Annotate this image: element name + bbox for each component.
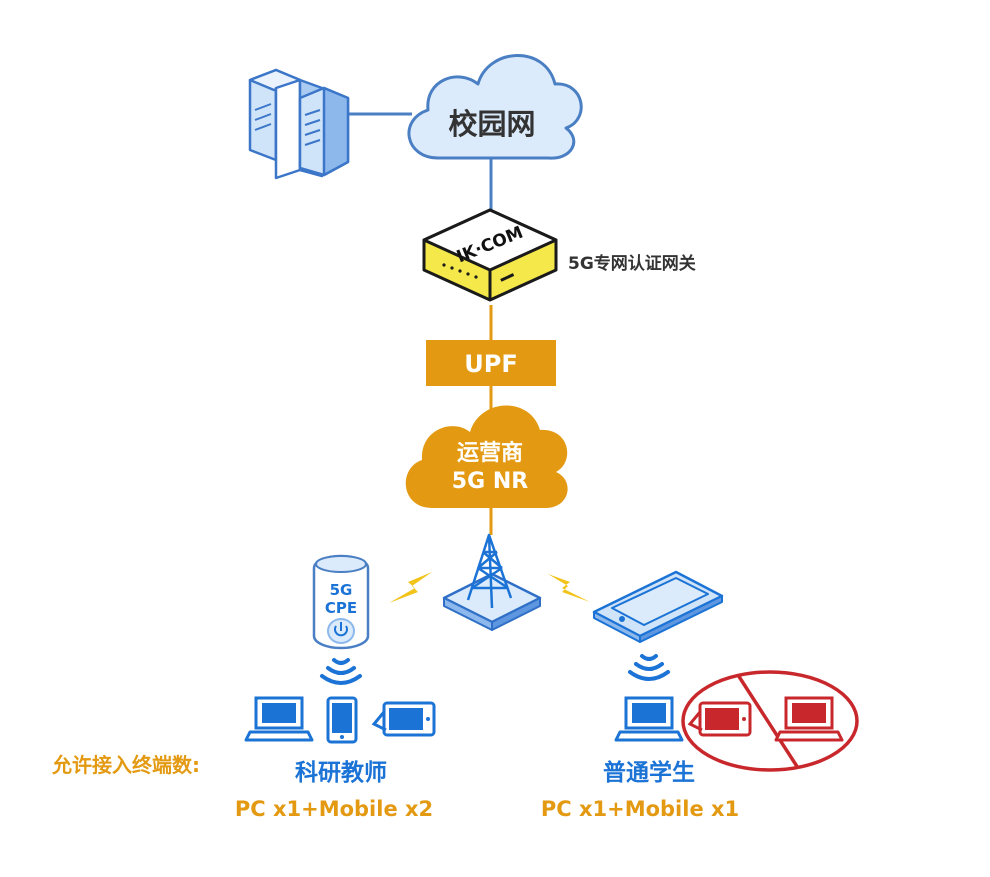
blocked-laptop-icon bbox=[774, 696, 844, 742]
operator-cloud-icon bbox=[405, 405, 568, 508]
tower-icon bbox=[442, 533, 542, 631]
gateway-device-icon bbox=[422, 208, 558, 302]
group-quota-student: PC x1+Mobile x1 bbox=[541, 797, 739, 821]
operator-label-line2: 5G NR bbox=[452, 469, 528, 494]
laptop-icon bbox=[244, 696, 314, 742]
upf-label: UPF bbox=[464, 350, 517, 378]
gateway-label: 5G专网认证网关 bbox=[568, 253, 696, 274]
campus-cloud-icon bbox=[407, 54, 583, 160]
lightning-left-icon bbox=[389, 572, 432, 603]
cpe-icon bbox=[312, 554, 370, 650]
campus-network-label: 校园网 bbox=[448, 107, 535, 141]
forbidden-icon bbox=[681, 670, 859, 772]
blocked-tablet-icon bbox=[687, 701, 752, 737]
lightning-right-icon bbox=[548, 574, 590, 602]
group-name-teacher: 科研教师 bbox=[295, 759, 387, 786]
group-quota-teacher: PC x1+Mobile x2 bbox=[235, 797, 433, 821]
signal-icon bbox=[320, 658, 362, 685]
operator-label-line1: 运营商 bbox=[457, 440, 523, 466]
cpe-label-line1: 5G bbox=[330, 581, 353, 599]
tablet-icon bbox=[371, 701, 436, 737]
phone-device-icon bbox=[592, 570, 724, 643]
connector-lines bbox=[345, 112, 493, 535]
signal-icon bbox=[628, 654, 670, 681]
cpe-label-line2: CPE bbox=[325, 599, 357, 617]
phone-icon bbox=[326, 696, 358, 744]
laptop-icon bbox=[614, 696, 684, 742]
server-icon bbox=[248, 68, 350, 180]
upf-box bbox=[426, 340, 556, 386]
group-name-student: 普通学生 bbox=[603, 759, 695, 786]
allowed-terminals-label: 允许接入终端数: bbox=[51, 753, 200, 777]
